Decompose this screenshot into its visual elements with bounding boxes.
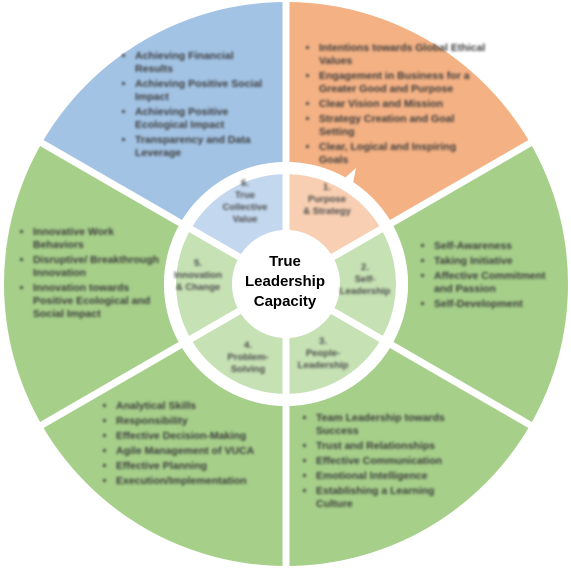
separator-line (331, 307, 534, 430)
outer-sector-value (41, 2, 286, 223)
inner-sector-purpose (286, 174, 382, 257)
outer-sector-innovation (3, 143, 181, 425)
outer-sector-self (391, 143, 568, 425)
separator-line (38, 307, 241, 430)
inner-sector-people (286, 311, 382, 394)
arrow-icon (338, 168, 356, 188)
inner-sector-self (332, 229, 396, 339)
inner-sector-value (190, 174, 286, 257)
outer-sector-purpose (286, 2, 531, 223)
separator-line (38, 138, 241, 261)
outer-sector-people (286, 345, 531, 566)
outer-sector-problem (41, 345, 286, 566)
separator-line (331, 138, 534, 261)
inner-sector-innovation (176, 229, 240, 339)
inner-sector-problem (190, 311, 286, 394)
center-circle (232, 230, 340, 338)
